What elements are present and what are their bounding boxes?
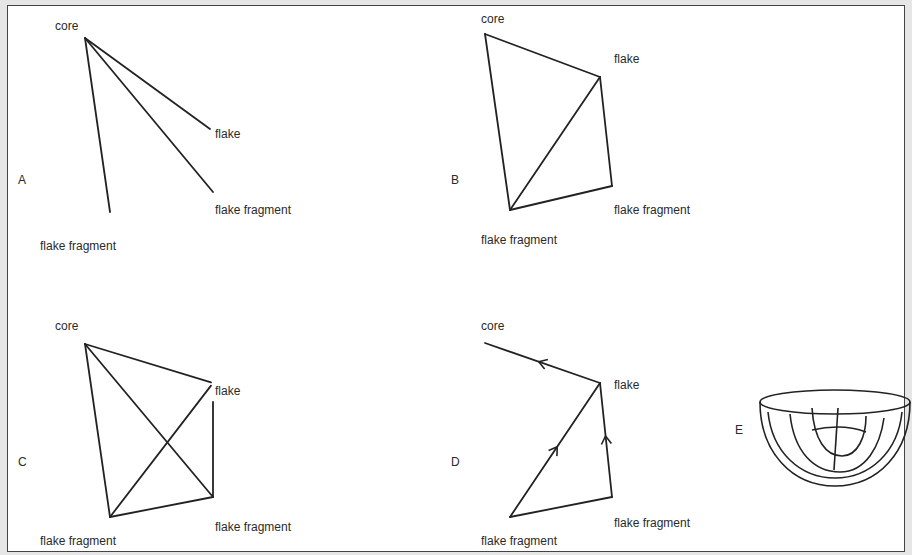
node-label: flake fragment <box>481 534 557 548</box>
text-node: core <box>481 12 504 26</box>
connector-line <box>85 38 110 212</box>
connector-line <box>85 344 110 517</box>
text-node: flake fragment <box>40 534 116 548</box>
connector-line <box>485 34 510 210</box>
connector-line <box>600 77 612 186</box>
node-label: flake fragment <box>215 520 291 534</box>
panel-letter: C <box>18 455 27 469</box>
node-label: flake fragment <box>614 516 690 530</box>
connector-line <box>85 38 210 129</box>
text-node: flake <box>215 384 240 398</box>
connector-line <box>600 383 612 497</box>
node-label: flake fragment <box>614 203 690 217</box>
node-label: flake fragment <box>40 239 116 253</box>
node-label: core <box>481 319 504 333</box>
text-node: core <box>481 319 504 333</box>
node-label: core <box>481 12 504 26</box>
text-node: flake <box>215 127 240 141</box>
text-node: core <box>55 319 78 333</box>
node-label: flake <box>614 378 639 392</box>
connector-line <box>510 77 600 210</box>
panel-letter: E <box>735 423 743 437</box>
text-node: flake fragment <box>215 203 291 217</box>
connector-line <box>510 383 600 517</box>
text-node: flake fragment <box>215 520 291 534</box>
figure-frame <box>7 5 905 552</box>
panel-letter: B <box>451 173 459 187</box>
node-label: core <box>55 19 78 33</box>
text-node: flake fragment <box>481 534 557 548</box>
connector-line <box>85 344 211 382</box>
connector-line <box>110 386 211 517</box>
panel-letter: A <box>18 173 26 187</box>
node-label: flake <box>215 127 240 141</box>
connector-line <box>110 497 213 517</box>
connector-line <box>510 497 612 517</box>
node-label: flake <box>215 384 240 398</box>
connector-line <box>485 34 600 77</box>
text-node: flake <box>614 52 639 66</box>
text-node: flake <box>614 378 639 392</box>
node-label: core <box>55 319 78 333</box>
node-label: flake <box>614 52 639 66</box>
connector-line <box>485 343 600 383</box>
node-label: flake fragment <box>215 203 291 217</box>
connector-line <box>510 186 612 210</box>
text-node: flake fragment <box>40 239 116 253</box>
connector-line <box>213 402 214 497</box>
text-node: core <box>55 19 78 33</box>
node-label: flake fragment <box>40 534 116 548</box>
text-node: flake fragment <box>614 203 690 217</box>
panel-letter: D <box>451 455 460 469</box>
node-label: flake fragment <box>481 233 557 247</box>
text-node: flake fragment <box>481 233 557 247</box>
text-node: flake fragment <box>614 516 690 530</box>
